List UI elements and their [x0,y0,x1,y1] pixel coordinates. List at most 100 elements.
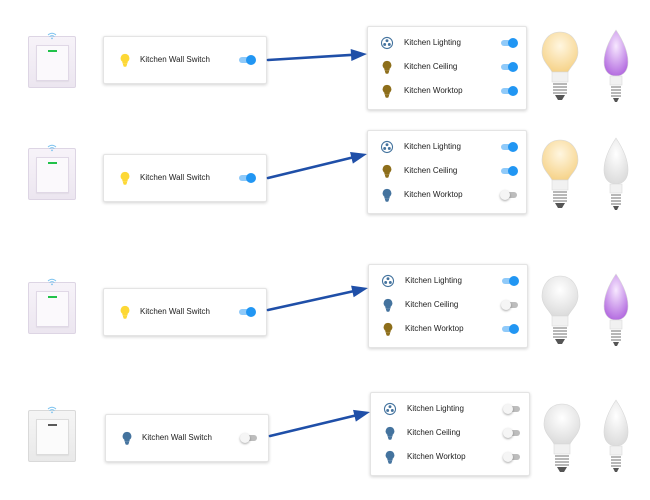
status-led [48,50,57,52]
wall-switch-card: Kitchen Wall Switch [103,154,267,202]
group-entity-row: Kitchen Lighting [368,135,526,159]
toggle-knob [246,173,256,183]
bulb-dim-icon [381,322,395,336]
entity-label: Kitchen Wall Switch [140,307,210,316]
wall-switch-toggle[interactable] [240,432,258,444]
toggle-knob [246,55,256,65]
entity-toggle[interactable] [503,451,521,463]
entity-toggle[interactable] [500,61,518,73]
wall-switch-toggle[interactable] [238,172,256,184]
group-icon [380,140,394,154]
toggle-knob [503,404,513,414]
group-entity-row: Kitchen Ceiling [368,55,526,79]
wall-switch-toggle[interactable] [238,54,256,66]
bulb-dim-icon [380,84,394,98]
status-led [48,162,57,164]
toggle-knob [509,276,519,286]
entity-toggle[interactable] [500,85,518,97]
group-entity-row: Kitchen Ceiling [371,421,529,445]
entity-label: Kitchen Worktop [404,86,463,95]
entity-toggle[interactable] [501,275,519,287]
hue-candle-bulb-image [594,398,638,474]
entity-toggle[interactable] [503,427,521,439]
hue-bulb-image [538,272,582,348]
entity-row: Kitchen Wall Switch [106,415,268,461]
entity-toggle[interactable] [503,403,521,415]
wifi-icon [47,401,57,409]
bulb-off-icon [381,298,395,312]
toggle-knob [500,190,510,200]
bulb-on-icon [118,53,132,67]
group-icon [383,402,397,416]
entity-row: Kitchen Wall Switch [104,155,266,201]
toggle-knob [501,300,511,310]
hue-candle-bulb-image [594,136,638,212]
hue-bulb-image [538,28,582,104]
entity-label: Kitchen Lighting [404,38,461,47]
toggle-knob [240,433,250,443]
wall-switch-toggle[interactable] [238,306,256,318]
hue-candle-bulb-image [594,28,638,104]
entity-label: Kitchen Ceiling [407,428,461,437]
entity-row: Kitchen Wall Switch [104,289,266,335]
switch-rocker [36,291,69,327]
wall-switch-device [28,282,76,334]
wall-switch-card: Kitchen Wall Switch [103,288,267,336]
entity-toggle[interactable] [500,37,518,49]
group-entity-row: Kitchen Worktop [368,79,526,103]
entity-label: Kitchen Worktop [407,452,466,461]
toggle-knob [503,428,513,438]
status-led [48,296,57,298]
entity-toggle[interactable] [500,141,518,153]
bulb-off-icon [383,426,397,440]
switch-rocker [36,45,69,81]
toggle-knob [508,62,518,72]
entity-toggle[interactable] [501,323,519,335]
entity-label: Kitchen Lighting [404,142,461,151]
entity-label: Kitchen Ceiling [404,62,458,71]
entity-label: Kitchen Worktop [405,324,464,333]
entity-toggle[interactable] [501,299,519,311]
wall-switch-card: Kitchen Wall Switch [103,36,267,84]
bulb-on-icon [118,171,132,185]
group-icon [381,274,395,288]
entity-row: Kitchen Wall Switch [104,37,266,83]
group-entity-row: Kitchen Lighting [369,269,527,293]
wifi-icon [47,139,57,147]
toggle-knob [246,307,256,317]
entity-label: Kitchen Wall Switch [142,433,212,442]
bulb-off-icon [380,188,394,202]
toggle-knob [508,166,518,176]
toggle-knob [508,38,518,48]
wall-switch-device [28,36,76,88]
switch-rocker [36,419,69,455]
toggle-knob [509,324,519,334]
bulb-off-icon [120,431,134,445]
switch-rocker [36,157,69,193]
group-entity-row: Kitchen Lighting [371,397,529,421]
status-led [48,424,57,426]
entity-label: Kitchen Lighting [407,404,464,413]
entity-label: Kitchen Wall Switch [140,55,210,64]
toggle-knob [503,452,513,462]
group-entity-row: Kitchen Ceiling [369,293,527,317]
wall-switch-card: Kitchen Wall Switch [105,414,269,462]
hue-candle-bulb-image [594,272,638,348]
bulb-off-icon [383,450,397,464]
entity-label: Kitchen Worktop [404,190,463,199]
group-entity-row: Kitchen Worktop [369,317,527,341]
hue-bulb-image [540,400,584,476]
wifi-icon [47,27,57,35]
bulb-on-icon [118,305,132,319]
wall-switch-device [28,410,76,462]
entity-toggle[interactable] [500,165,518,177]
group-entity-row: Kitchen Worktop [371,445,529,469]
entity-toggle[interactable] [500,189,518,201]
toggle-knob [508,142,518,152]
